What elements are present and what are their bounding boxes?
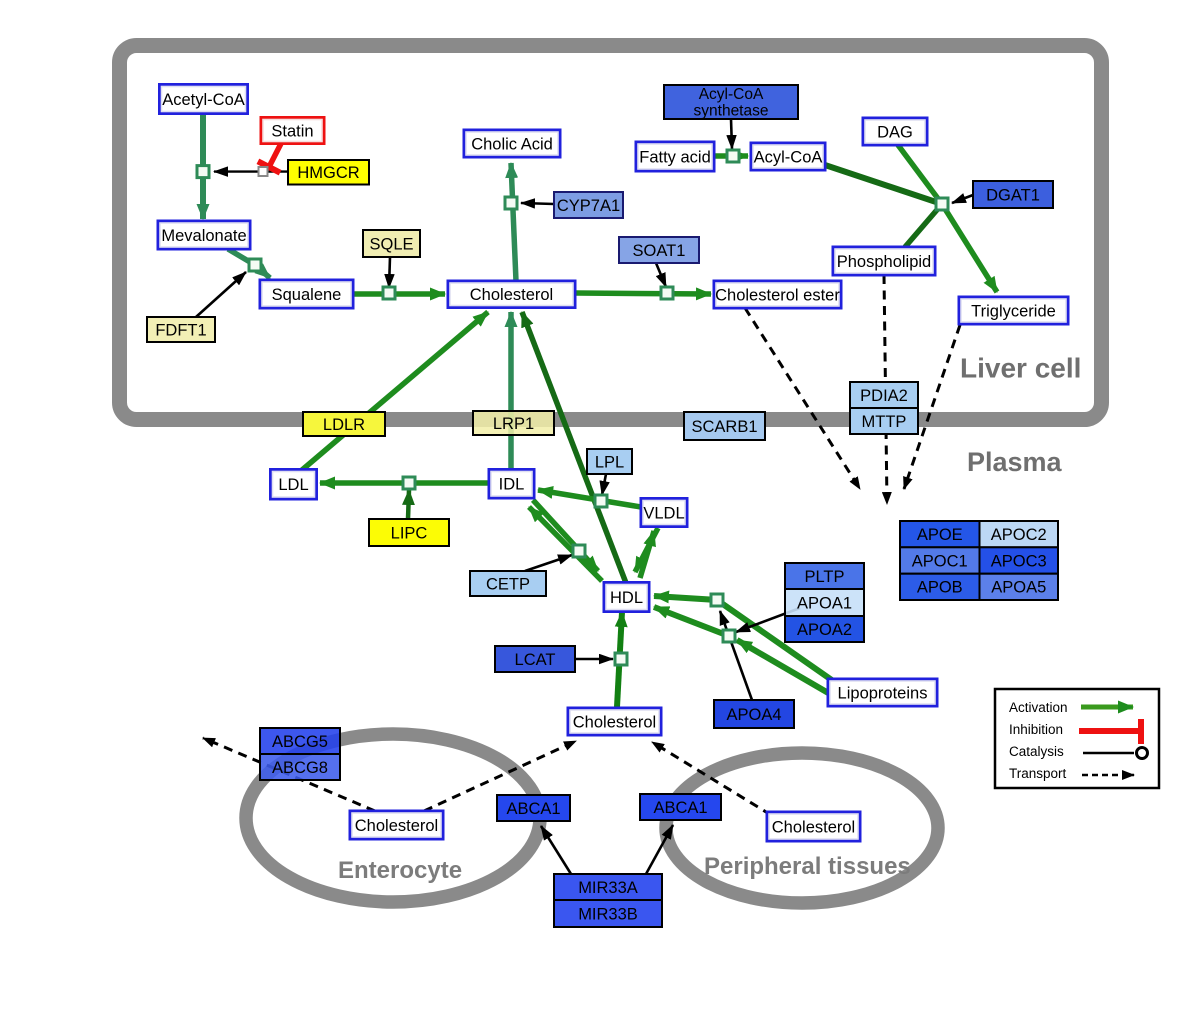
- svg-text:LDLR: LDLR: [323, 416, 365, 434]
- svg-text:APOC3: APOC3: [991, 552, 1047, 570]
- svg-text:LIPC: LIPC: [391, 524, 428, 542]
- svg-text:MTTP: MTTP: [862, 413, 907, 431]
- svg-text:APOA1: APOA1: [797, 594, 852, 612]
- svg-text:Cholesterol: Cholesterol: [573, 713, 656, 731]
- svg-text:Cholesterol: Cholesterol: [470, 286, 553, 304]
- svg-text:MIR33A: MIR33A: [578, 879, 638, 897]
- svg-text:Plasma: Plasma: [967, 447, 1063, 477]
- svg-text:APOA2: APOA2: [797, 621, 852, 639]
- svg-text:PDIA2: PDIA2: [860, 387, 908, 405]
- svg-text:DAG: DAG: [877, 123, 913, 141]
- svg-text:IDL: IDL: [499, 476, 525, 494]
- svg-text:Inhibition: Inhibition: [1009, 722, 1063, 737]
- svg-text:Activation: Activation: [1009, 700, 1068, 715]
- svg-text:PLTP: PLTP: [804, 568, 844, 586]
- svg-text:ABCA1: ABCA1: [506, 800, 560, 818]
- svg-text:ABCG8: ABCG8: [272, 759, 328, 777]
- svg-text:Cholesterol: Cholesterol: [772, 818, 855, 836]
- svg-text:synthetase: synthetase: [694, 103, 769, 120]
- svg-text:ABCG5: ABCG5: [272, 733, 328, 751]
- svg-text:SOAT1: SOAT1: [633, 242, 686, 260]
- svg-text:LPL: LPL: [595, 453, 624, 471]
- svg-text:Cholic Acid: Cholic Acid: [471, 135, 553, 153]
- svg-text:Acyl-CoA: Acyl-CoA: [699, 86, 764, 103]
- svg-text:Triglyceride: Triglyceride: [971, 302, 1056, 320]
- svg-text:DGAT1: DGAT1: [986, 186, 1040, 204]
- svg-text:Peripheral tissues: Peripheral tissues: [704, 853, 911, 880]
- svg-text:APOC1: APOC1: [912, 552, 968, 570]
- svg-text:SQLE: SQLE: [369, 235, 413, 253]
- svg-text:FDFT1: FDFT1: [155, 321, 206, 339]
- svg-text:Lipoproteins: Lipoproteins: [838, 684, 928, 702]
- svg-text:HDL: HDL: [610, 589, 643, 607]
- svg-text:APOA4: APOA4: [726, 706, 781, 724]
- svg-text:HMGCR: HMGCR: [297, 164, 359, 182]
- svg-text:Mevalonate: Mevalonate: [161, 227, 246, 245]
- svg-text:Liver cell: Liver cell: [960, 353, 1081, 384]
- svg-text:Statin: Statin: [271, 122, 313, 140]
- svg-text:VLDL: VLDL: [643, 504, 684, 522]
- svg-text:MIR33B: MIR33B: [578, 905, 638, 923]
- svg-text:LDL: LDL: [278, 476, 308, 494]
- svg-text:Transport: Transport: [1009, 766, 1067, 781]
- svg-text:APOC2: APOC2: [991, 526, 1047, 544]
- svg-text:SCARB1: SCARB1: [691, 418, 757, 436]
- svg-text:Acetyl-CoA: Acetyl-CoA: [162, 91, 245, 109]
- svg-text:Enterocyte: Enterocyte: [338, 857, 462, 884]
- svg-text:Squalene: Squalene: [272, 286, 342, 304]
- svg-text:Cholesterol ester: Cholesterol ester: [715, 286, 840, 304]
- svg-text:APOA5: APOA5: [991, 579, 1046, 597]
- svg-text:APOB: APOB: [917, 579, 963, 597]
- svg-text:Acyl-CoA: Acyl-CoA: [754, 148, 823, 166]
- svg-text:LRP1: LRP1: [493, 415, 534, 433]
- svg-text:Catalysis: Catalysis: [1009, 744, 1064, 759]
- svg-text:Fatty acid: Fatty acid: [639, 148, 711, 166]
- svg-text:CETP: CETP: [486, 575, 530, 593]
- svg-text:ABCA1: ABCA1: [653, 799, 707, 817]
- svg-text:Phospholipid: Phospholipid: [837, 253, 932, 271]
- svg-text:CYP7A1: CYP7A1: [557, 197, 620, 215]
- svg-text:Cholesterol: Cholesterol: [355, 817, 438, 835]
- svg-text:APOE: APOE: [917, 526, 963, 544]
- svg-text:LCAT: LCAT: [515, 651, 556, 669]
